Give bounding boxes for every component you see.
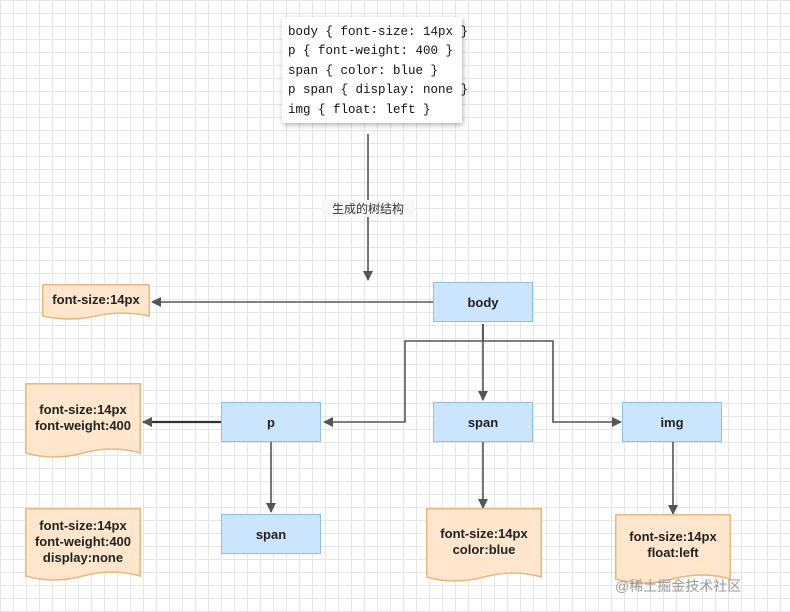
edge-label: 生成的树结构 xyxy=(322,200,414,217)
style-doc-text: font-size:14px font-weight:400 display:n… xyxy=(25,508,141,576)
document-shape xyxy=(426,508,542,582)
node-img: img xyxy=(622,402,722,442)
arrow-body-to-img xyxy=(482,324,622,427)
style-line: font-size:14px xyxy=(39,518,127,533)
style-line: font-size:14px xyxy=(629,529,717,544)
css-rules-box: body { font-size: 14px } p { font-weight… xyxy=(282,17,469,123)
document-shape xyxy=(25,508,141,581)
document-shape xyxy=(615,514,731,584)
css-rule-line: span { color: blue } xyxy=(288,63,439,78)
style-doc-text: font-size:14px font-weight:400 xyxy=(25,383,141,453)
style-doc-text: font-size:14px float:left xyxy=(615,514,731,576)
document-shape xyxy=(42,284,150,320)
css-rule-line: img { float: left } xyxy=(288,102,431,117)
style-doc-p-span: font-size:14px font-weight:400 display:n… xyxy=(25,508,141,583)
style-doc-text: font-size:14px xyxy=(42,284,150,316)
style-doc-body: font-size:14px xyxy=(42,284,150,320)
style-doc-img: font-size:14px float:left xyxy=(615,514,731,586)
css-rule-line: body { font-size: 14px } xyxy=(288,25,469,39)
node-body: body xyxy=(433,282,533,322)
style-doc-span: font-size:14px color:blue xyxy=(426,508,542,584)
node-p-span: span xyxy=(221,514,321,554)
style-line: font-size:14px xyxy=(39,402,127,417)
style-doc-text: font-size:14px color:blue xyxy=(426,508,542,576)
css-rule-line: p { font-weight: 400 } xyxy=(288,44,454,59)
style-line: font-size:14px xyxy=(440,526,528,541)
style-line: color:blue xyxy=(452,542,516,557)
style-line: float:left xyxy=(647,545,699,560)
node-span: span xyxy=(433,402,533,442)
style-line: font-weight:400 xyxy=(34,534,132,549)
node-p: p xyxy=(221,402,321,442)
style-doc-p: font-size:14px font-weight:400 xyxy=(25,383,141,460)
style-line: font-size:14px xyxy=(52,292,140,307)
watermark: @稀土掘金技术社区 xyxy=(615,578,742,594)
css-rule-line: p span { display: none } xyxy=(288,83,469,98)
style-line: display:none xyxy=(42,550,124,565)
document-shape xyxy=(25,383,141,458)
style-line: font-weight:400 xyxy=(34,418,132,433)
